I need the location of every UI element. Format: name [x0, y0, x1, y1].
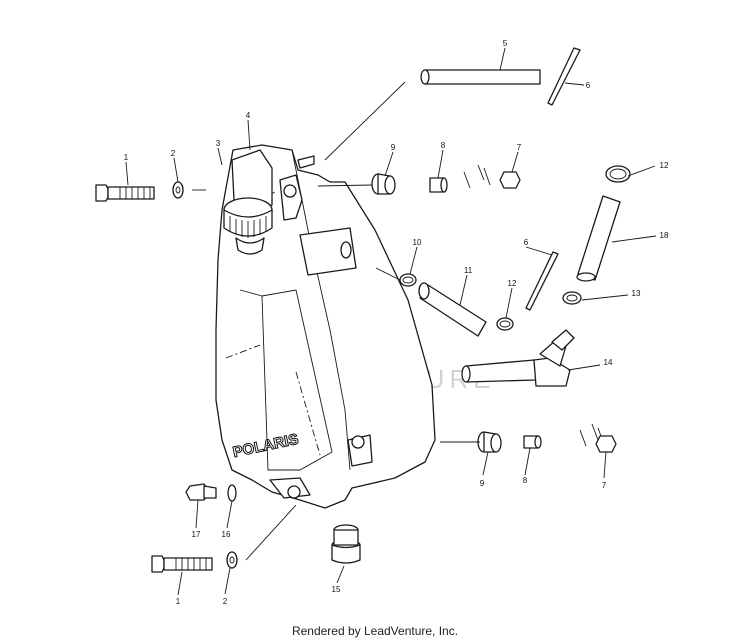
footer-credit: Rendered by LeadVenture, Inc. — [291, 624, 459, 638]
callout-9-top: 9 — [391, 143, 396, 152]
callout-17: 17 — [192, 530, 201, 539]
part-1-bolt-top — [95, 184, 155, 202]
callout-6-top: 6 — [586, 81, 591, 90]
leader-lines — [125, 47, 657, 596]
callout-9-bottom: 9 — [480, 479, 485, 488]
callout-2-top: 2 — [171, 149, 176, 158]
callout-8-bottom: 8 — [523, 476, 528, 485]
part-10-clamp — [399, 273, 417, 287]
part-7-nut-bottom — [595, 435, 617, 453]
callout-6-mid: 6 — [524, 238, 529, 247]
callout-13: 13 — [632, 289, 641, 298]
oil-tank: POLARIS — [215, 144, 436, 509]
callout-5: 5 — [503, 39, 508, 48]
part-6-cable-tie-mid — [525, 251, 559, 311]
part-15-grommet — [331, 524, 361, 564]
callout-8-top: 8 — [441, 141, 446, 150]
part-1-bolt-bottom — [151, 555, 213, 573]
part-8-spacer-bottom — [523, 435, 542, 449]
part-12-clamp-top — [605, 165, 631, 183]
callout-3: 3 — [216, 139, 221, 148]
part-5-hose — [420, 69, 541, 85]
clip-marks-top — [463, 164, 491, 189]
callout-18: 18 — [660, 231, 669, 240]
callout-12-top: 12 — [660, 161, 669, 170]
part-14-elbow-fitting — [461, 329, 575, 387]
callout-1-top: 1 — [124, 153, 129, 162]
part-17-drain-fitting — [185, 483, 217, 501]
part-18-hose — [576, 195, 621, 282]
callout-4: 4 — [246, 111, 251, 120]
callout-2-bottom: 2 — [223, 597, 228, 606]
part-7-nut-top — [499, 171, 521, 189]
callout-14: 14 — [604, 358, 613, 367]
callout-7-top: 7 — [517, 143, 522, 152]
part-16-washer — [227, 484, 237, 502]
callout-15: 15 — [332, 585, 341, 594]
part-13-clamp — [562, 291, 582, 305]
callout-7-bottom: 7 — [602, 481, 607, 490]
assembly-lines — [192, 81, 480, 561]
part-6-cable-tie-top — [547, 47, 581, 106]
part-11-hose — [418, 282, 487, 337]
callout-10: 10 — [413, 238, 422, 247]
callout-16: 16 — [222, 530, 231, 539]
part-2-washer-bottom — [226, 551, 238, 569]
part-9-grommet-top — [371, 173, 396, 195]
callout-labels: 1 2 3 4 5 6 9 8 7 12 18 10 11 6 12 13 14… — [124, 39, 669, 606]
part-12-clamp-mid — [496, 317, 514, 331]
part-9-grommet-bottom — [477, 431, 502, 453]
callout-12-mid: 12 — [508, 279, 517, 288]
part-8-spacer-top — [429, 177, 448, 193]
callout-11: 11 — [464, 266, 473, 275]
part-2-washer-top — [172, 181, 184, 199]
callout-1-bottom: 1 — [176, 597, 181, 606]
